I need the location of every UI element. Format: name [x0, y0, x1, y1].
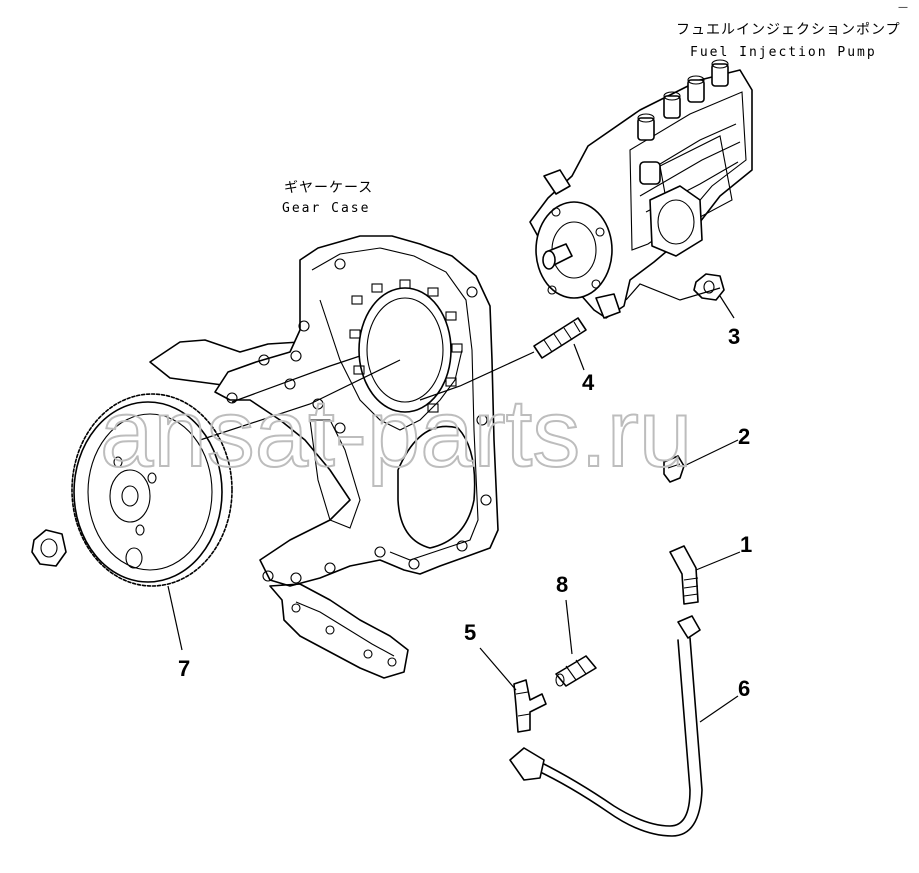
nut-left [31, 529, 67, 567]
callout-8: 8 [556, 572, 568, 597]
plug-part-2 [663, 455, 685, 483]
callout-5: 5 [464, 620, 476, 645]
case-label-en: Gear Case [282, 201, 370, 216]
callout-1: 1 [740, 532, 752, 557]
stud-part-4 [533, 317, 587, 359]
fuel-injection-pump [529, 59, 753, 319]
callout-6: 6 [738, 676, 750, 701]
tee-part-5 [513, 679, 547, 733]
callout-4: 4 [582, 370, 595, 395]
callout-7: 7 [178, 656, 190, 681]
elbow-part-1 [669, 545, 699, 605]
connector-part-8 [555, 655, 597, 687]
callout-3: 3 [728, 324, 740, 349]
pump-label-en: Fuel Injection Pump [690, 45, 877, 60]
gear-part-7 [71, 393, 233, 587]
hose-part-6 [509, 615, 703, 837]
nut-part-3 [693, 273, 725, 301]
callouts: 1 2 3 4 5 6 7 8 [178, 324, 752, 701]
corner-mark: — [898, 2, 908, 13]
leader-lines [167, 283, 741, 723]
case-label-jp: ギヤーケース [284, 180, 373, 196]
callout-2: 2 [738, 424, 750, 449]
gear-case [149, 235, 499, 679]
watermark-text: ansat-parts.ru [100, 380, 692, 487]
pump-label-jp: フュエルインジェクションポンプ [676, 22, 901, 38]
